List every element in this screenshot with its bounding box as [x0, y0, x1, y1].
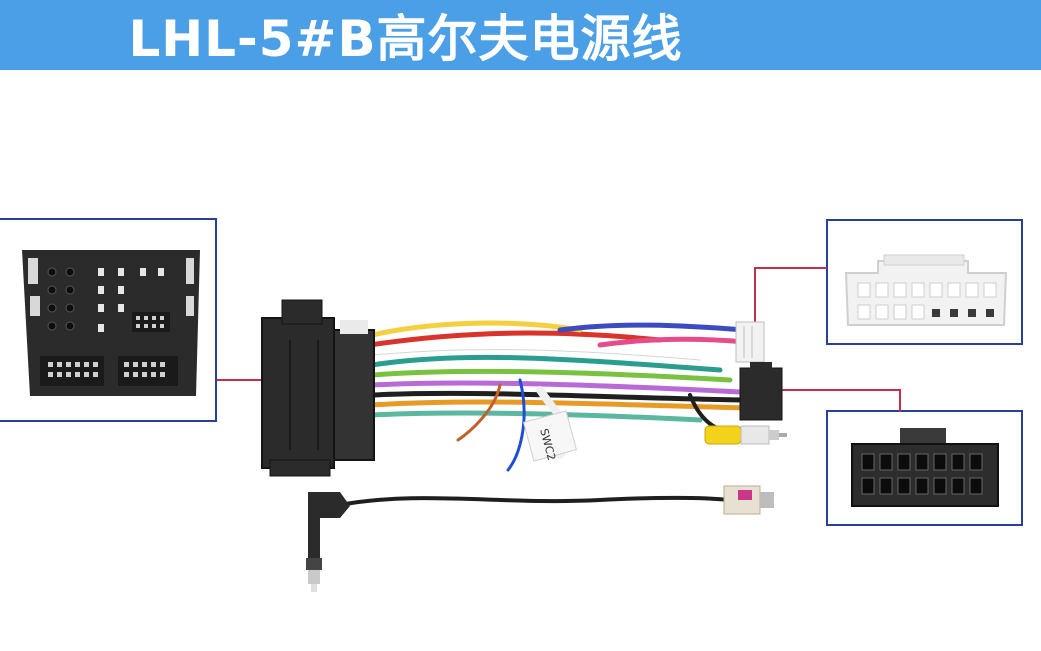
swc-label-tag: SWC2 — [522, 410, 578, 462]
white-small-connector — [735, 321, 765, 363]
rca-video-plug-icon — [704, 425, 787, 445]
white-plug-connector-icon — [844, 254, 1008, 326]
bottom-right-connector-frame — [826, 410, 1023, 526]
left-connector-frame — [0, 218, 217, 422]
iso-16pin-connector-icon — [851, 428, 999, 507]
fakra-antenna-adapter-icon — [306, 485, 774, 592]
title-bar: LHL-5#B高尔夫电源线 — [0, 0, 1041, 70]
top-right-connector-frame — [826, 219, 1023, 345]
page-title: LHL-5#B高尔夫电源线 — [128, 10, 683, 68]
quadlock-connector-icon — [22, 250, 200, 396]
main-harness-connector — [261, 299, 375, 477]
iso-harness-connector — [739, 362, 783, 421]
leader-lines — [217, 267, 901, 412]
